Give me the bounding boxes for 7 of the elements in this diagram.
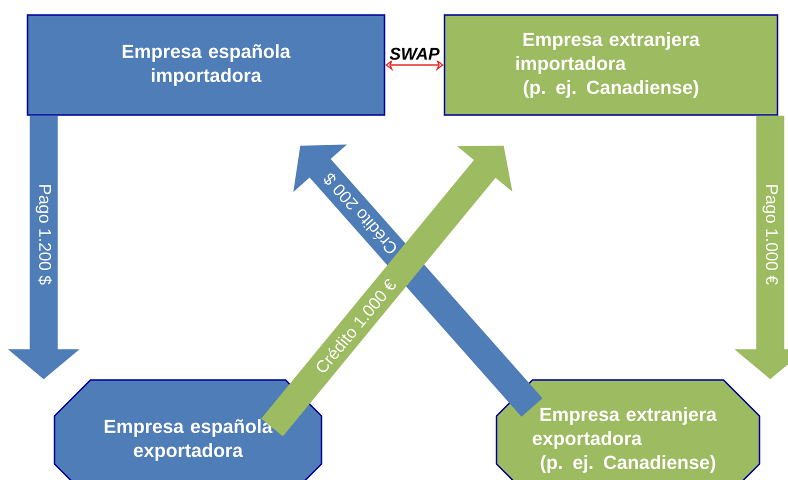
company-box: Empresa española exportadora xyxy=(54,379,322,480)
arrow-label: Pago 1.000 € xyxy=(762,182,779,286)
edge-label: SWAP xyxy=(388,46,441,61)
company-box: Empresa extranjera exportadora (p. ej. Canadiense) xyxy=(496,379,760,480)
company-box: Empresa española importadora xyxy=(26,14,386,116)
arrow-label: Pago 1.200 $ xyxy=(34,182,53,286)
company-box: Empresa extranjera importadora (p. ej. Canadiense) xyxy=(444,14,778,116)
